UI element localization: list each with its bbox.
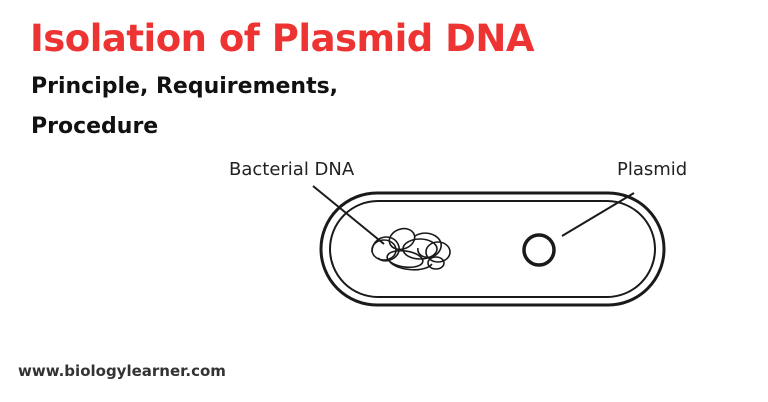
plasmid-label: Plasmid xyxy=(617,159,688,180)
plasmid-leader-line xyxy=(561,192,635,237)
subtitle-line-2: Procedure xyxy=(31,114,159,139)
cell-inner-membrane xyxy=(329,200,656,298)
page-title: Isolation of Plasmid DNA xyxy=(30,17,534,60)
bacterial-dna-coil xyxy=(371,227,451,271)
bacterial-dna-label: Bacterial DNA xyxy=(229,159,355,180)
plasmid-ring xyxy=(522,233,556,267)
cell-outer-membrane xyxy=(319,191,666,307)
bacterial-dna-leader-line xyxy=(312,185,385,245)
subtitle-line-1: Principle, Requirements, xyxy=(31,74,339,99)
website-url: www.biologylearner.com xyxy=(18,362,226,380)
